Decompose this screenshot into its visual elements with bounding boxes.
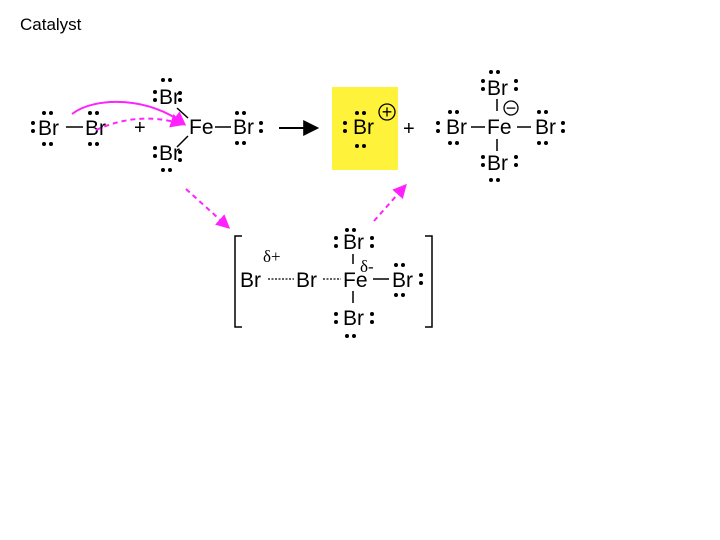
bromonium-product: Br + [332,87,398,170]
br2-left-atom: Br [38,117,59,140]
positive-charge-circle [378,103,396,121]
febr4-top-br: Br [487,77,508,100]
febr3-lone-pairs [153,78,263,172]
febr3-molecule: Br Fe Br Br [153,78,263,172]
intermediate-br-a: Br [240,269,261,292]
febr4-right-br: Br [535,116,556,139]
product-plus: + [403,118,415,140]
febr4-bottom-br: Br [487,152,508,175]
febr3-top-br: Br [159,86,180,109]
br2-molecule: Br Br [31,111,106,146]
febr4-fe: Fe [487,116,512,139]
intermediate-fe: Fe [343,269,368,292]
febr3-fe: Fe [189,116,214,139]
bromonium-lone-pairs [343,111,366,148]
mechanism-arrows [71,100,407,229]
febr3-bottom-br: Br [159,142,180,165]
br2-right-atom: Br [85,117,106,140]
reactant-plus: + [134,117,146,139]
left-bracket [234,235,242,328]
negative-charge-sign: − [506,98,517,118]
bromonium-atom: Br [353,116,374,139]
negative-charge-circle [503,100,519,116]
bromonium-highlight [332,87,398,170]
br2-lone-pairs [31,111,99,146]
intermediate-br-b: Br [296,269,317,292]
intermediate-lone-pairs [334,228,423,338]
positive-charge-sign: + [382,102,393,122]
right-bracket [425,235,433,328]
febr4-lone-pairs [436,70,565,182]
intermediate-br-bottom: Br [343,307,364,330]
febr3-right-br: Br [233,116,254,139]
febr4-left-br: Br [446,116,467,139]
intermediate-complex: δ+ δ- Br Br Fe Br Br Br [234,228,433,338]
slide-title: Catalyst [20,15,82,34]
delta-minus-label: δ- [360,257,374,276]
delta-plus-label: δ+ [263,247,281,266]
febr4-product: Br Br Fe Br Br − [436,70,565,182]
intermediate-br-top: Br [343,231,364,254]
intermediate-br-right: Br [392,269,413,292]
